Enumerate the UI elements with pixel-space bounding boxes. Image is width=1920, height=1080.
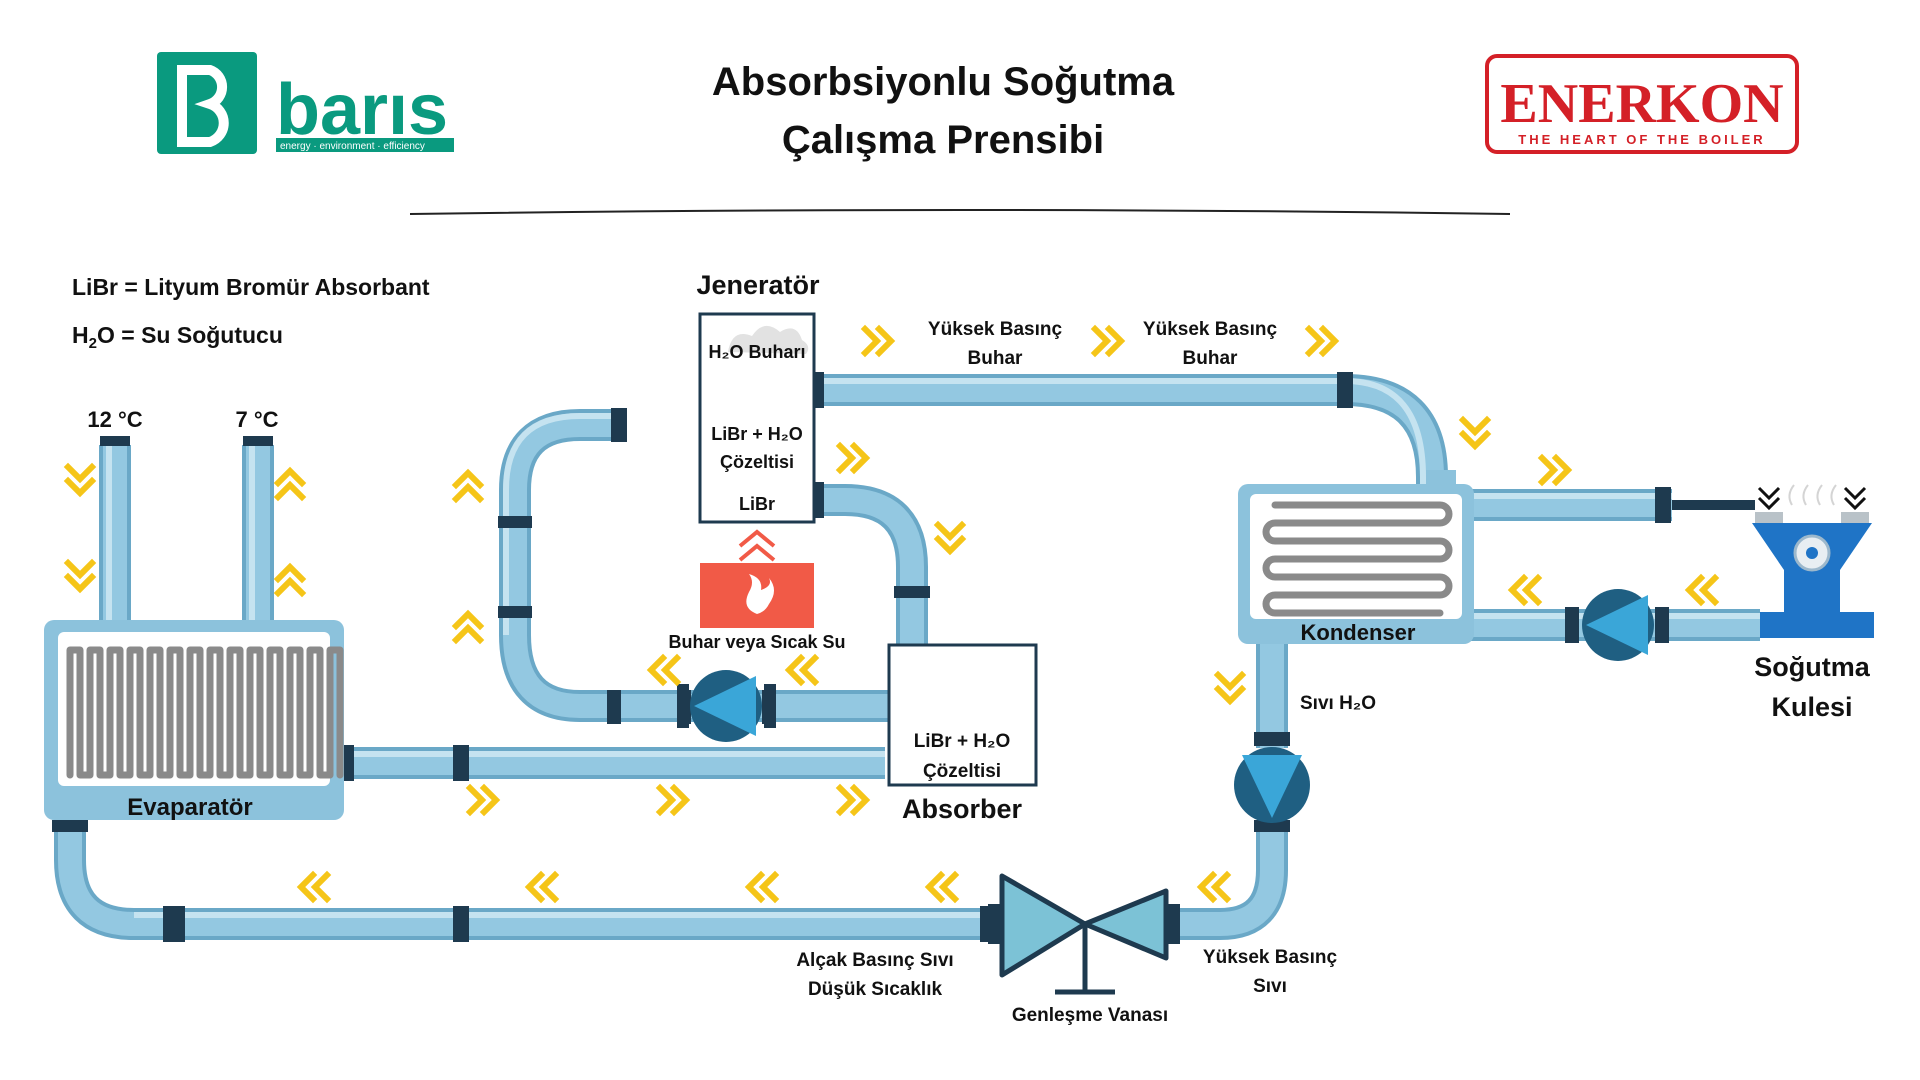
heat-source: Buhar veya Sıcak Su bbox=[668, 529, 846, 652]
pump-refrigerant bbox=[1234, 747, 1310, 823]
heat-source-label: Buhar veya Sıcak Su bbox=[668, 632, 845, 652]
heat-up-chevron-icon bbox=[738, 529, 776, 562]
evaporator-temp-out: 7 °C bbox=[235, 407, 278, 432]
absorber-vessel bbox=[887, 643, 1038, 787]
logo-baris-b-icon bbox=[177, 65, 229, 147]
flow-arrow-icon bbox=[1196, 870, 1232, 904]
logo-enerkon-tagline: THE HEART OF THE BOILER bbox=[1518, 132, 1765, 147]
cooling-tower-base bbox=[1760, 612, 1874, 638]
condenser: Kondenser bbox=[1238, 470, 1474, 645]
flow-arrow-icon bbox=[924, 870, 960, 904]
pump-solution bbox=[677, 670, 776, 742]
flow-arrow-icon bbox=[296, 870, 332, 904]
valve-left-line2: Düşük Sıcaklık bbox=[808, 979, 943, 1000]
cooling-tower bbox=[1752, 484, 1874, 638]
evaporator-coil-icon bbox=[66, 646, 344, 779]
header-divider bbox=[409, 209, 1511, 215]
cooling-tower-label-line2: Kulesi bbox=[1771, 692, 1852, 722]
evaporator-label: Evaparatör bbox=[127, 794, 252, 821]
generator-vapor-label: H₂O Buharı bbox=[708, 342, 805, 362]
valve-right-line1: Yüksek Basınç bbox=[1203, 947, 1338, 968]
flow-arrow-icon bbox=[63, 462, 97, 498]
generator-label: Jeneratör bbox=[696, 270, 820, 300]
flow-arrow-icon bbox=[646, 653, 682, 687]
flow-arrow-icon bbox=[835, 441, 871, 475]
legend-libr: LiBr = Lityum Bromür Absorbant bbox=[72, 274, 430, 300]
tower-outlet-chevron-icon bbox=[1843, 486, 1867, 511]
steam-label-1-line2: Buhar bbox=[968, 348, 1024, 369]
absorber: LiBr + H₂O Çözeltisi bbox=[887, 643, 1038, 787]
generator-solution-line1: LiBr + H₂O bbox=[711, 424, 803, 444]
expansion-valve bbox=[988, 873, 1180, 995]
valve-left-icon bbox=[999, 873, 1088, 978]
flow-arrow-icon bbox=[465, 783, 501, 817]
generator-libr-label: LiBr bbox=[739, 494, 775, 514]
evaporator: Evaparatör bbox=[44, 620, 344, 821]
pump-solution-arrow-icon bbox=[694, 676, 756, 736]
logo-baris-text: barıs bbox=[276, 70, 448, 150]
absorber-label: Absorber bbox=[902, 794, 1023, 824]
flow-arrow-icon bbox=[1537, 453, 1573, 487]
flow-arrow-icon bbox=[655, 783, 691, 817]
condenser-liquid-label: Sıvı H₂O bbox=[1300, 693, 1376, 714]
flow-arrow-icon bbox=[273, 466, 307, 502]
cooling-tower-fan-right bbox=[1841, 512, 1869, 523]
flow-arrow-icon bbox=[1458, 415, 1492, 451]
condenser-coil-icon bbox=[1262, 501, 1453, 617]
flow-arrow-icon bbox=[451, 468, 485, 504]
cooling-tower-fan-left bbox=[1755, 512, 1783, 523]
flow-arrow-icon bbox=[524, 870, 560, 904]
condenser-inlet bbox=[1426, 470, 1456, 486]
flow-arrow-icon bbox=[1304, 324, 1340, 358]
valve-right-line2: Sıvı bbox=[1253, 976, 1287, 997]
logo-baris: barıs energy · environment · efficiency bbox=[157, 52, 454, 154]
evaporator-temp-in: 12 °C bbox=[87, 407, 142, 432]
flow-arrow-icon bbox=[1684, 573, 1720, 607]
condenser-label: Kondenser bbox=[1301, 620, 1416, 645]
pump-condenser-water bbox=[1582, 589, 1654, 661]
steam-wisp-icon bbox=[1788, 484, 1837, 506]
flow-arrow-icon bbox=[933, 520, 967, 556]
page-title-line2: Çalışma Prensibi bbox=[782, 118, 1104, 162]
flow-arrow-icon bbox=[1090, 324, 1126, 358]
steam-label-2-line2: Buhar bbox=[1183, 348, 1239, 369]
valve-stem-icon bbox=[1055, 924, 1115, 995]
vapor-cloud-icon bbox=[728, 325, 809, 354]
valve-label: Genleşme Vanası bbox=[1012, 1005, 1168, 1026]
cooling-tower-label-line1: Soğutma bbox=[1754, 652, 1870, 682]
valve-left-line1: Alçak Basınç Sıvı bbox=[796, 950, 953, 971]
flow-arrow-icon bbox=[63, 558, 97, 594]
pump-refrigerant-arrow-icon bbox=[1242, 755, 1302, 818]
flow-arrow-icon bbox=[744, 870, 780, 904]
absorber-solution-line2: Çözeltisi bbox=[923, 761, 1001, 782]
flow-arrow-icon bbox=[784, 653, 820, 687]
flow-arrow-icon bbox=[451, 609, 485, 645]
steam-label-1-line1: Yüksek Basınç bbox=[928, 319, 1063, 340]
steam-label-2-line1: Yüksek Basınç bbox=[1143, 319, 1278, 340]
logo-baris-tagline-bg bbox=[276, 138, 454, 152]
tower-inlet-chevron-icon bbox=[1757, 486, 1781, 511]
flow-arrow-icon bbox=[1213, 670, 1247, 706]
generator-solution-line2: Çözeltisi bbox=[720, 452, 794, 472]
logo-enerkon-frame bbox=[1485, 54, 1799, 154]
logo-enerkon-text: ENERKON bbox=[1500, 73, 1783, 135]
logo-baris-tagline: energy · environment · efficiency bbox=[280, 141, 425, 152]
flow-arrow-icon bbox=[835, 783, 871, 817]
logo-enerkon: ENERKON THE HEART OF THE BOILER bbox=[1485, 54, 1799, 154]
page-title-line1: Absorbsiyonlu Soğutma bbox=[712, 60, 1175, 104]
flow-arrow-icon bbox=[860, 324, 896, 358]
legend-h2o: H2O = Su Soğutucu bbox=[72, 322, 283, 352]
flow-arrow-icon bbox=[1507, 573, 1543, 607]
pipe-network bbox=[54, 374, 1760, 940]
flow-arrows bbox=[63, 324, 1720, 904]
flame-icon bbox=[746, 574, 774, 614]
absorber-solution-line1: LiBr + H₂O bbox=[914, 731, 1011, 752]
flow-arrow-icon bbox=[273, 562, 307, 598]
generator: H₂O Buharı LiBr + H₂O Çözeltisi LiBr bbox=[698, 312, 816, 524]
pump-condenser-water-arrow-icon bbox=[1586, 595, 1648, 655]
valve-right-icon bbox=[1082, 888, 1169, 961]
